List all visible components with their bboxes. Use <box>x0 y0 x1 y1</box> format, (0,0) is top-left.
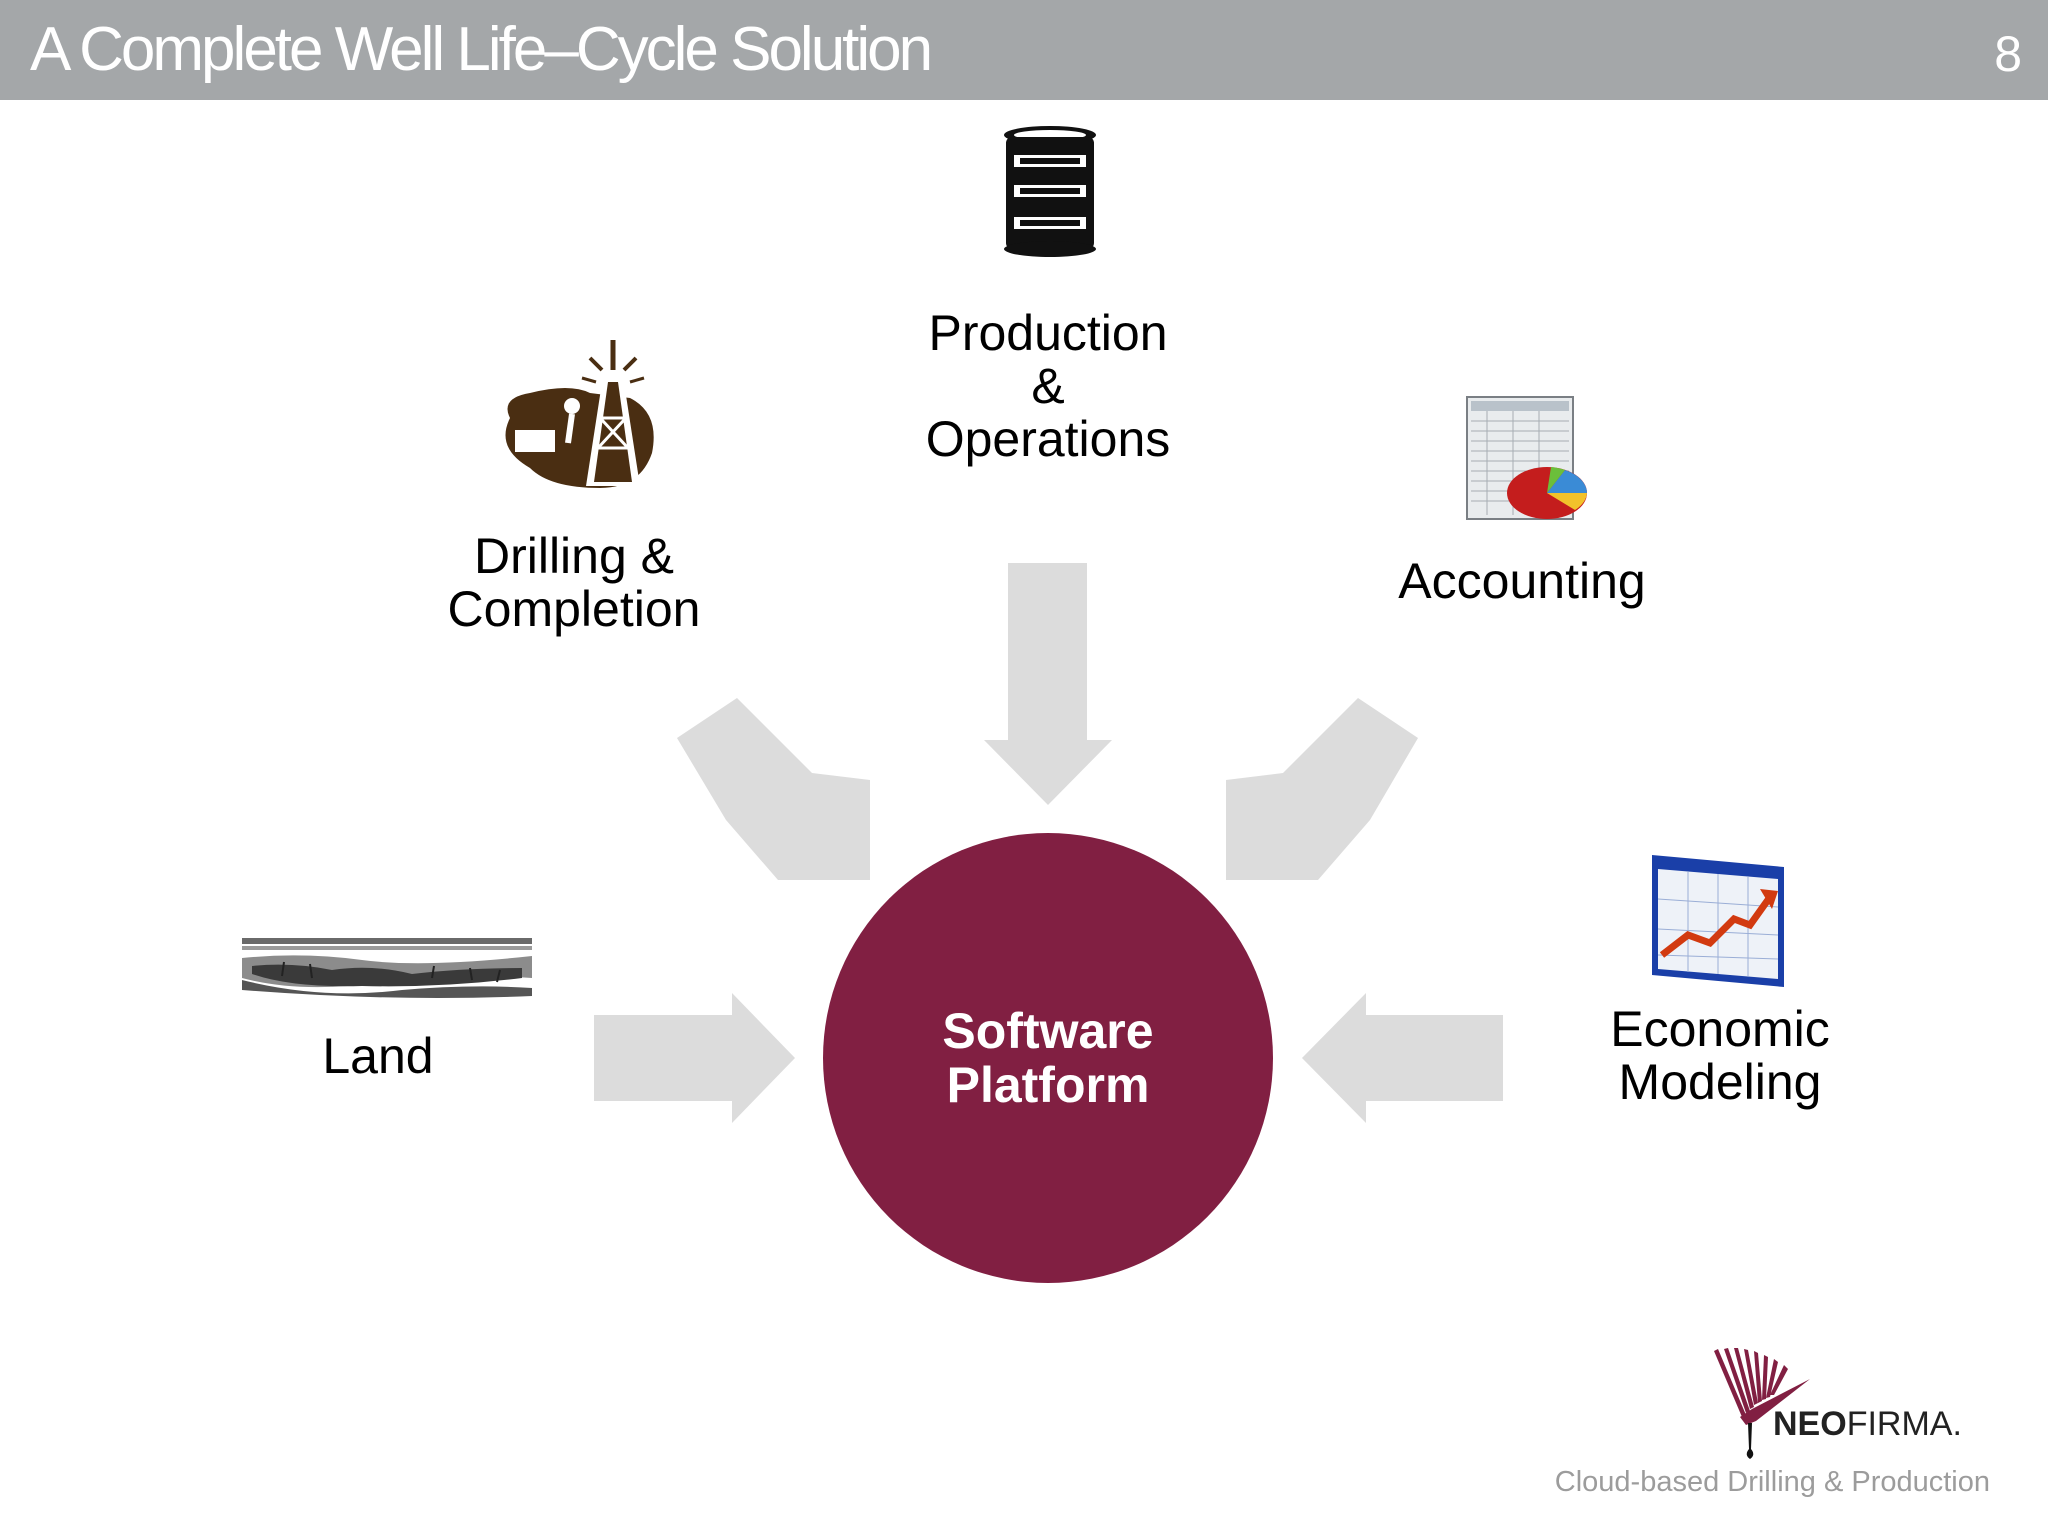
arrow-from-drilling <box>677 698 870 880</box>
header-bar: A Complete Well Life–Cycle Solution 8 <box>0 0 2048 100</box>
software-platform-hub: Software Platform <box>823 833 1273 1283</box>
oil-derrick-icon <box>505 340 654 488</box>
page-number: 8 <box>1994 26 2022 82</box>
spreadsheet-pie-icon <box>1466 396 1587 520</box>
logo-tagline: Cloud-based Drilling & Production <box>1554 1466 1990 1498</box>
land-label: Land <box>228 1030 528 1083</box>
accounting-line-1: Accounting <box>1398 553 1646 609</box>
economic-label: Economic Modeling <box>1570 1003 1870 1109</box>
drilling-label: Drilling & Completion <box>424 530 724 636</box>
production-line-2: & <box>1031 358 1065 414</box>
landscape-icon <box>242 938 532 998</box>
growth-chart-icon <box>1652 855 1784 987</box>
drilling-line-2: Completion <box>447 581 701 637</box>
brand-rest: FIRMA. <box>1846 1405 1962 1443</box>
accounting-label: Accounting <box>1372 555 1672 608</box>
oil-barrel-icon <box>1004 126 1096 257</box>
brand-bold: NEO <box>1773 1405 1847 1443</box>
arrow-from-economic <box>1302 993 1503 1123</box>
hub-line-2: Platform <box>946 1057 1150 1113</box>
production-line-1: Production <box>928 305 1168 361</box>
economic-line-1: Economic <box>1610 1001 1830 1057</box>
production-label: Production & Operations <box>898 307 1198 466</box>
economic-line-2: Modeling <box>1618 1054 1822 1110</box>
arrow-from-accounting <box>1226 698 1418 880</box>
neofirma-wordmark: NEOFIRMA. <box>1773 1405 1962 1444</box>
neofirma-logo-icon <box>1714 1348 1810 1459</box>
hub-line-1: Software <box>942 1003 1154 1059</box>
arrow-from-land <box>594 993 795 1123</box>
drilling-line-1: Drilling & <box>473 528 675 584</box>
arrow-from-production <box>984 563 1112 805</box>
production-line-3: Operations <box>925 411 1171 467</box>
slide-title: A Complete Well Life–Cycle Solution <box>30 15 933 84</box>
land-line-1: Land <box>322 1028 434 1084</box>
